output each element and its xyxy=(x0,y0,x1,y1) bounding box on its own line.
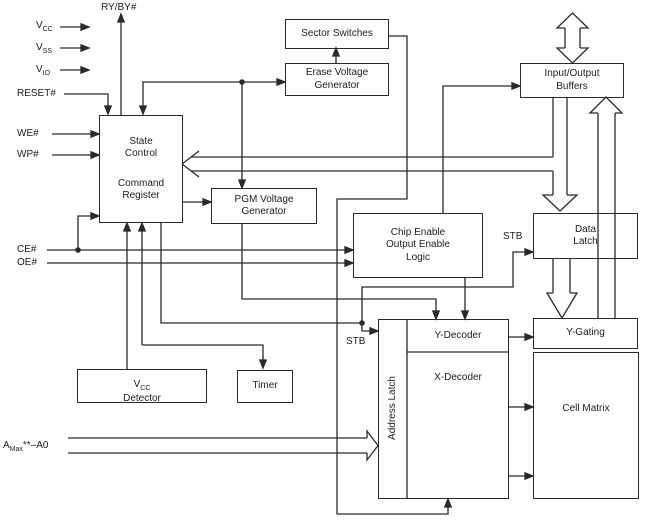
timer-block: Timer xyxy=(237,370,293,403)
external-data-bus-arrow xyxy=(555,12,590,64)
pgm-voltage-generator-label: PGM Voltage Generator xyxy=(234,193,294,218)
we-pin-label: WE# xyxy=(17,128,39,139)
evg-to-sector-switches-line xyxy=(331,46,341,63)
address-latch-label: Address Latch xyxy=(383,328,403,488)
vcc-pin-label: VCC xyxy=(36,20,53,34)
chip-enable-logic-block: Chip Enable Output Enable Logic xyxy=(353,213,483,278)
pgm-voltage-generator-block: PGM Voltage Generator xyxy=(211,188,317,224)
vcc-detector-label: VCC Detector xyxy=(123,366,161,406)
vss-base: V xyxy=(36,42,43,53)
vcc-base: V xyxy=(36,20,43,31)
command-register-label: Command Register xyxy=(117,177,165,202)
sector-switches-label: Sector Switches xyxy=(301,27,373,39)
vcc-detector-block: VCC Detector xyxy=(77,366,207,406)
y-gating-label: Y-Gating xyxy=(566,327,605,339)
y-decoder-label: Y-Decoder xyxy=(434,330,482,341)
erase-voltage-generator-block: Erase Voltage Generator xyxy=(285,63,389,96)
data-latch-label: Data Latch xyxy=(573,223,598,248)
supply-pin-arrows xyxy=(60,22,91,75)
vio-sub: IO xyxy=(42,70,51,77)
address-bus-arrow xyxy=(68,429,379,462)
stb-address-latch-label: STB xyxy=(346,336,366,347)
vcc-sub: CC xyxy=(42,26,53,33)
vss-sub: SS xyxy=(42,48,53,55)
datalatch-to-ygating-bus-arrow xyxy=(545,259,579,320)
ygating-to-iobuffers-bus-arrow xyxy=(588,96,624,318)
reset-line xyxy=(64,93,113,116)
x-decoder-label: X-Decoder xyxy=(434,372,482,383)
address-rest: **–A0 xyxy=(22,440,49,451)
timer-label: Timer xyxy=(252,380,278,392)
vcc-detector-line xyxy=(122,221,132,369)
sector-switches-block: Sector Switches xyxy=(285,19,389,49)
oe-pin-label: OE# xyxy=(17,257,38,268)
state-control-block: State Control Command Register xyxy=(99,115,183,223)
ryby-pin-label: RY/BY# xyxy=(101,2,137,13)
vio-pin-label: VIO xyxy=(36,64,50,78)
address-sub: Max xyxy=(9,446,23,453)
we-wp-lines xyxy=(52,129,101,160)
io-buffers-label: Input/Output Buffers xyxy=(544,68,600,92)
address-latch-text: Address Latch xyxy=(387,376,398,440)
vcc-detector-rest: Detector xyxy=(123,393,161,405)
xdecoder-to-cellmatrix-lines xyxy=(508,402,535,481)
timer-line xyxy=(137,221,268,370)
erase-voltage-generator-label: Erase Voltage Generator xyxy=(305,67,369,91)
stb-data-latch-label: STB xyxy=(503,231,523,242)
ydecoder-to-ygating-line xyxy=(508,332,535,342)
chip-enable-logic-label: Chip Enable Output Enable Logic xyxy=(386,226,450,263)
commandreg-to-pgm-line xyxy=(182,197,213,207)
vss-pin-label: VSS xyxy=(36,42,52,56)
cell-matrix-label: Cell Matrix xyxy=(562,403,610,414)
data-latch-block: Data Latch xyxy=(533,213,638,259)
ceoe-to-ydecoder-line xyxy=(460,277,470,321)
reset-pin-label: RESET# xyxy=(17,88,56,99)
io-buffers-block: Input/Output Buffers xyxy=(520,63,624,98)
address-base: A xyxy=(3,440,10,451)
vcc-detector-sub: CC xyxy=(140,384,151,392)
ce-pin-label: CE# xyxy=(17,244,37,255)
state-control-label: State Control xyxy=(124,135,158,160)
oe-line xyxy=(47,258,355,268)
ryby-line xyxy=(116,12,126,115)
vio-base: V xyxy=(36,64,43,75)
wp-pin-label: WP# xyxy=(17,149,39,160)
address-pin-label: AMax**–A0 xyxy=(3,440,48,454)
vcc-detector-base: V xyxy=(133,378,141,390)
y-gating-block: Y-Gating xyxy=(533,318,638,349)
ceoe-to-iobuffers-line xyxy=(442,81,522,213)
cell-matrix-block: Cell Matrix xyxy=(533,352,639,499)
